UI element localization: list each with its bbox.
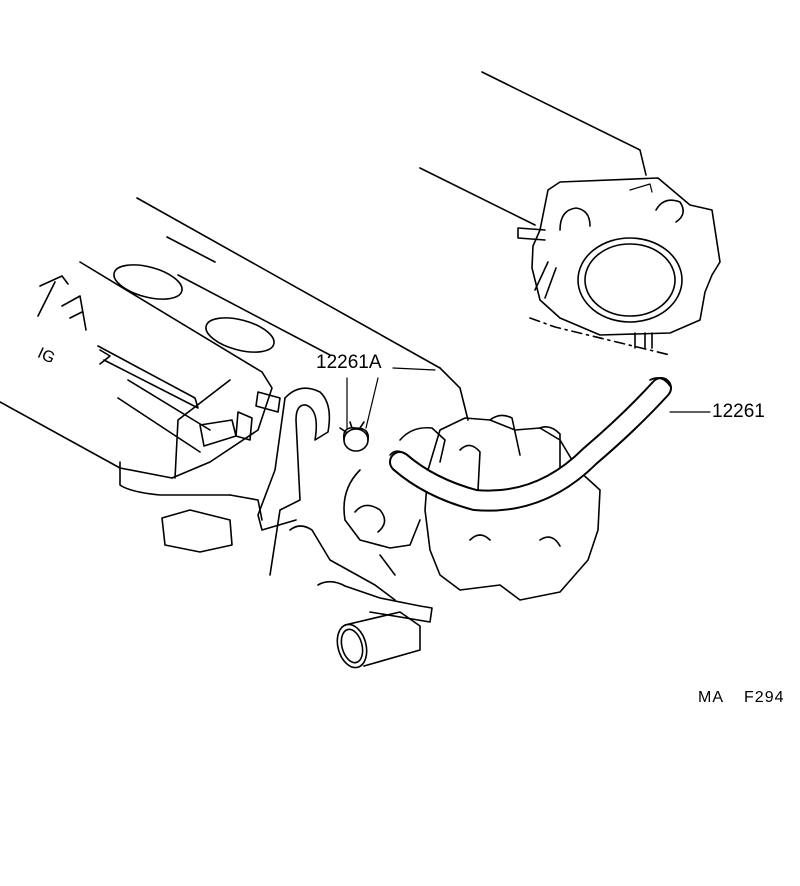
throttle-body — [517, 177, 721, 356]
bypass-hose — [389, 377, 672, 512]
clamp-part-number: 12261A — [316, 352, 382, 373]
hose-part-number: 12261 — [712, 401, 765, 422]
bracket — [161, 387, 331, 576]
figure-prefix: MA — [698, 689, 724, 706]
engraving-ig: IG — [35, 345, 57, 368]
hose-clamp — [339, 421, 370, 452]
leader-lines — [346, 367, 711, 429]
outlet-pipe — [336, 611, 421, 669]
intake-runner-lines — [79, 71, 647, 373]
figure-reference: MA F294 — [698, 689, 785, 707]
water-outlet-housing — [289, 414, 601, 623]
engraving-letters — [37, 275, 199, 409]
figure-number: F294 — [744, 689, 785, 706]
cylinder-head-cover: IG — [0, 264, 469, 496]
